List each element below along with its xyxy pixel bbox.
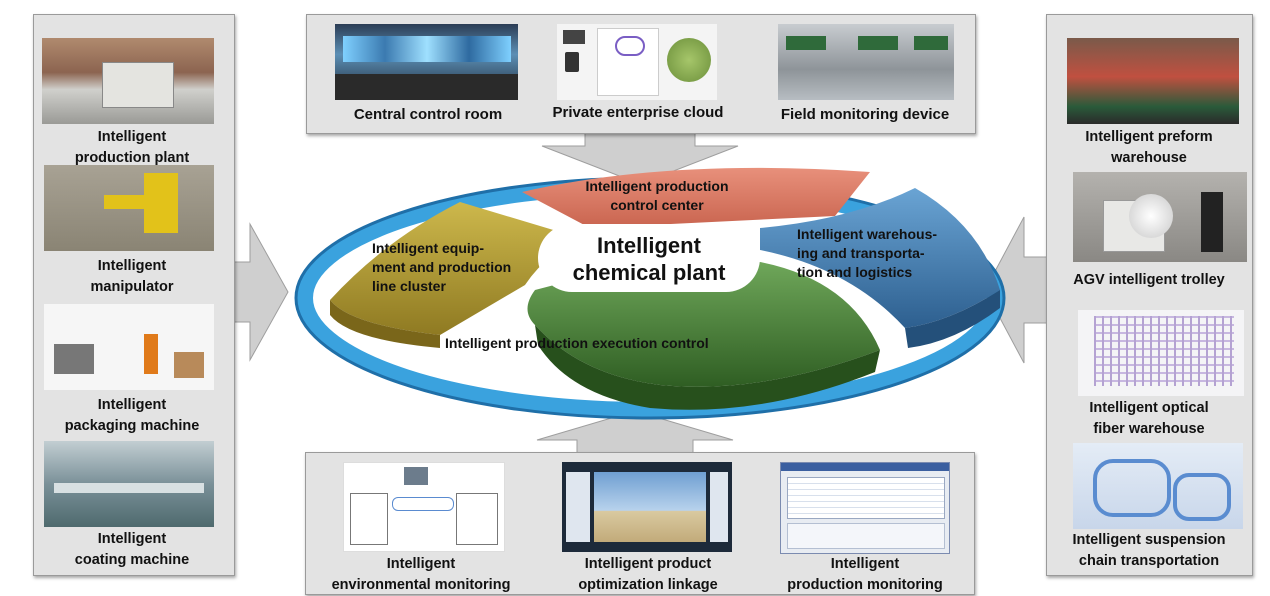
central-control-room-image [335,24,518,100]
agv-trolley-label: AGV intelligent trolley [1073,272,1225,288]
manipulator-label: Intelligent manipulator [90,258,174,295]
optical-fiber-warehouse-image [1078,310,1244,396]
arrow-left-to-center [984,216,1050,364]
production-plant-label: Intelligent production plant [74,129,190,166]
suspension-chain-label: Intelligent suspension chain transportat… [1072,532,1226,569]
packaging-machine-image [44,304,214,390]
central-disc-diagram [294,167,1006,420]
arrow-right-to-center [228,222,289,362]
segment-bottom-label: Intelligent production execution control [445,335,709,351]
production-plant-image [42,38,214,124]
segment-left-shape [330,202,580,335]
agv-trolley-image [1073,172,1247,262]
segment-top-shape [522,167,870,228]
segment-left-label: Intelligent equip- ment and production l… [372,240,512,294]
segment-right-label: Intelligent warehous- ing and transporta… [797,226,938,280]
product-optimization-image [562,462,732,552]
private-enterprise-cloud-image [557,24,717,100]
field-monitoring-device-image [778,24,954,100]
field-monitoring-device-label: Field monitoring device [780,106,950,123]
coating-machine-image [44,441,214,527]
private-enterprise-cloud-label: Private enterprise cloud [552,104,724,121]
environmental-monitoring-image [343,462,505,552]
coating-machine-label: Intelligent coating machine [74,531,190,568]
center-title: Intelligent chemical plant [538,224,760,292]
production-monitoring-label: Intelligent production monitoring [787,556,943,593]
packaging-machine-label: Intelligent packaging machine [64,397,200,434]
environmental-monitoring-label: Intelligent environmental monitoring [331,556,511,593]
segment-right-shape [760,188,1000,328]
segment-top-label: Intelligent production control center [585,178,729,213]
segment-bottom-shape [527,261,880,387]
preform-warehouse-image [1067,38,1239,124]
product-optimization-label: Intelligent product optimization linkage [578,556,718,593]
manipulator-image [44,165,214,251]
preform-warehouse-label: Intelligent preform warehouse [1085,129,1213,166]
optical-fiber-warehouse-label: Intelligent optical fiber warehouse [1089,400,1209,437]
suspension-chain-image [1073,443,1243,529]
central-control-room-label: Central control room [353,106,503,123]
production-monitoring-image [780,462,950,554]
